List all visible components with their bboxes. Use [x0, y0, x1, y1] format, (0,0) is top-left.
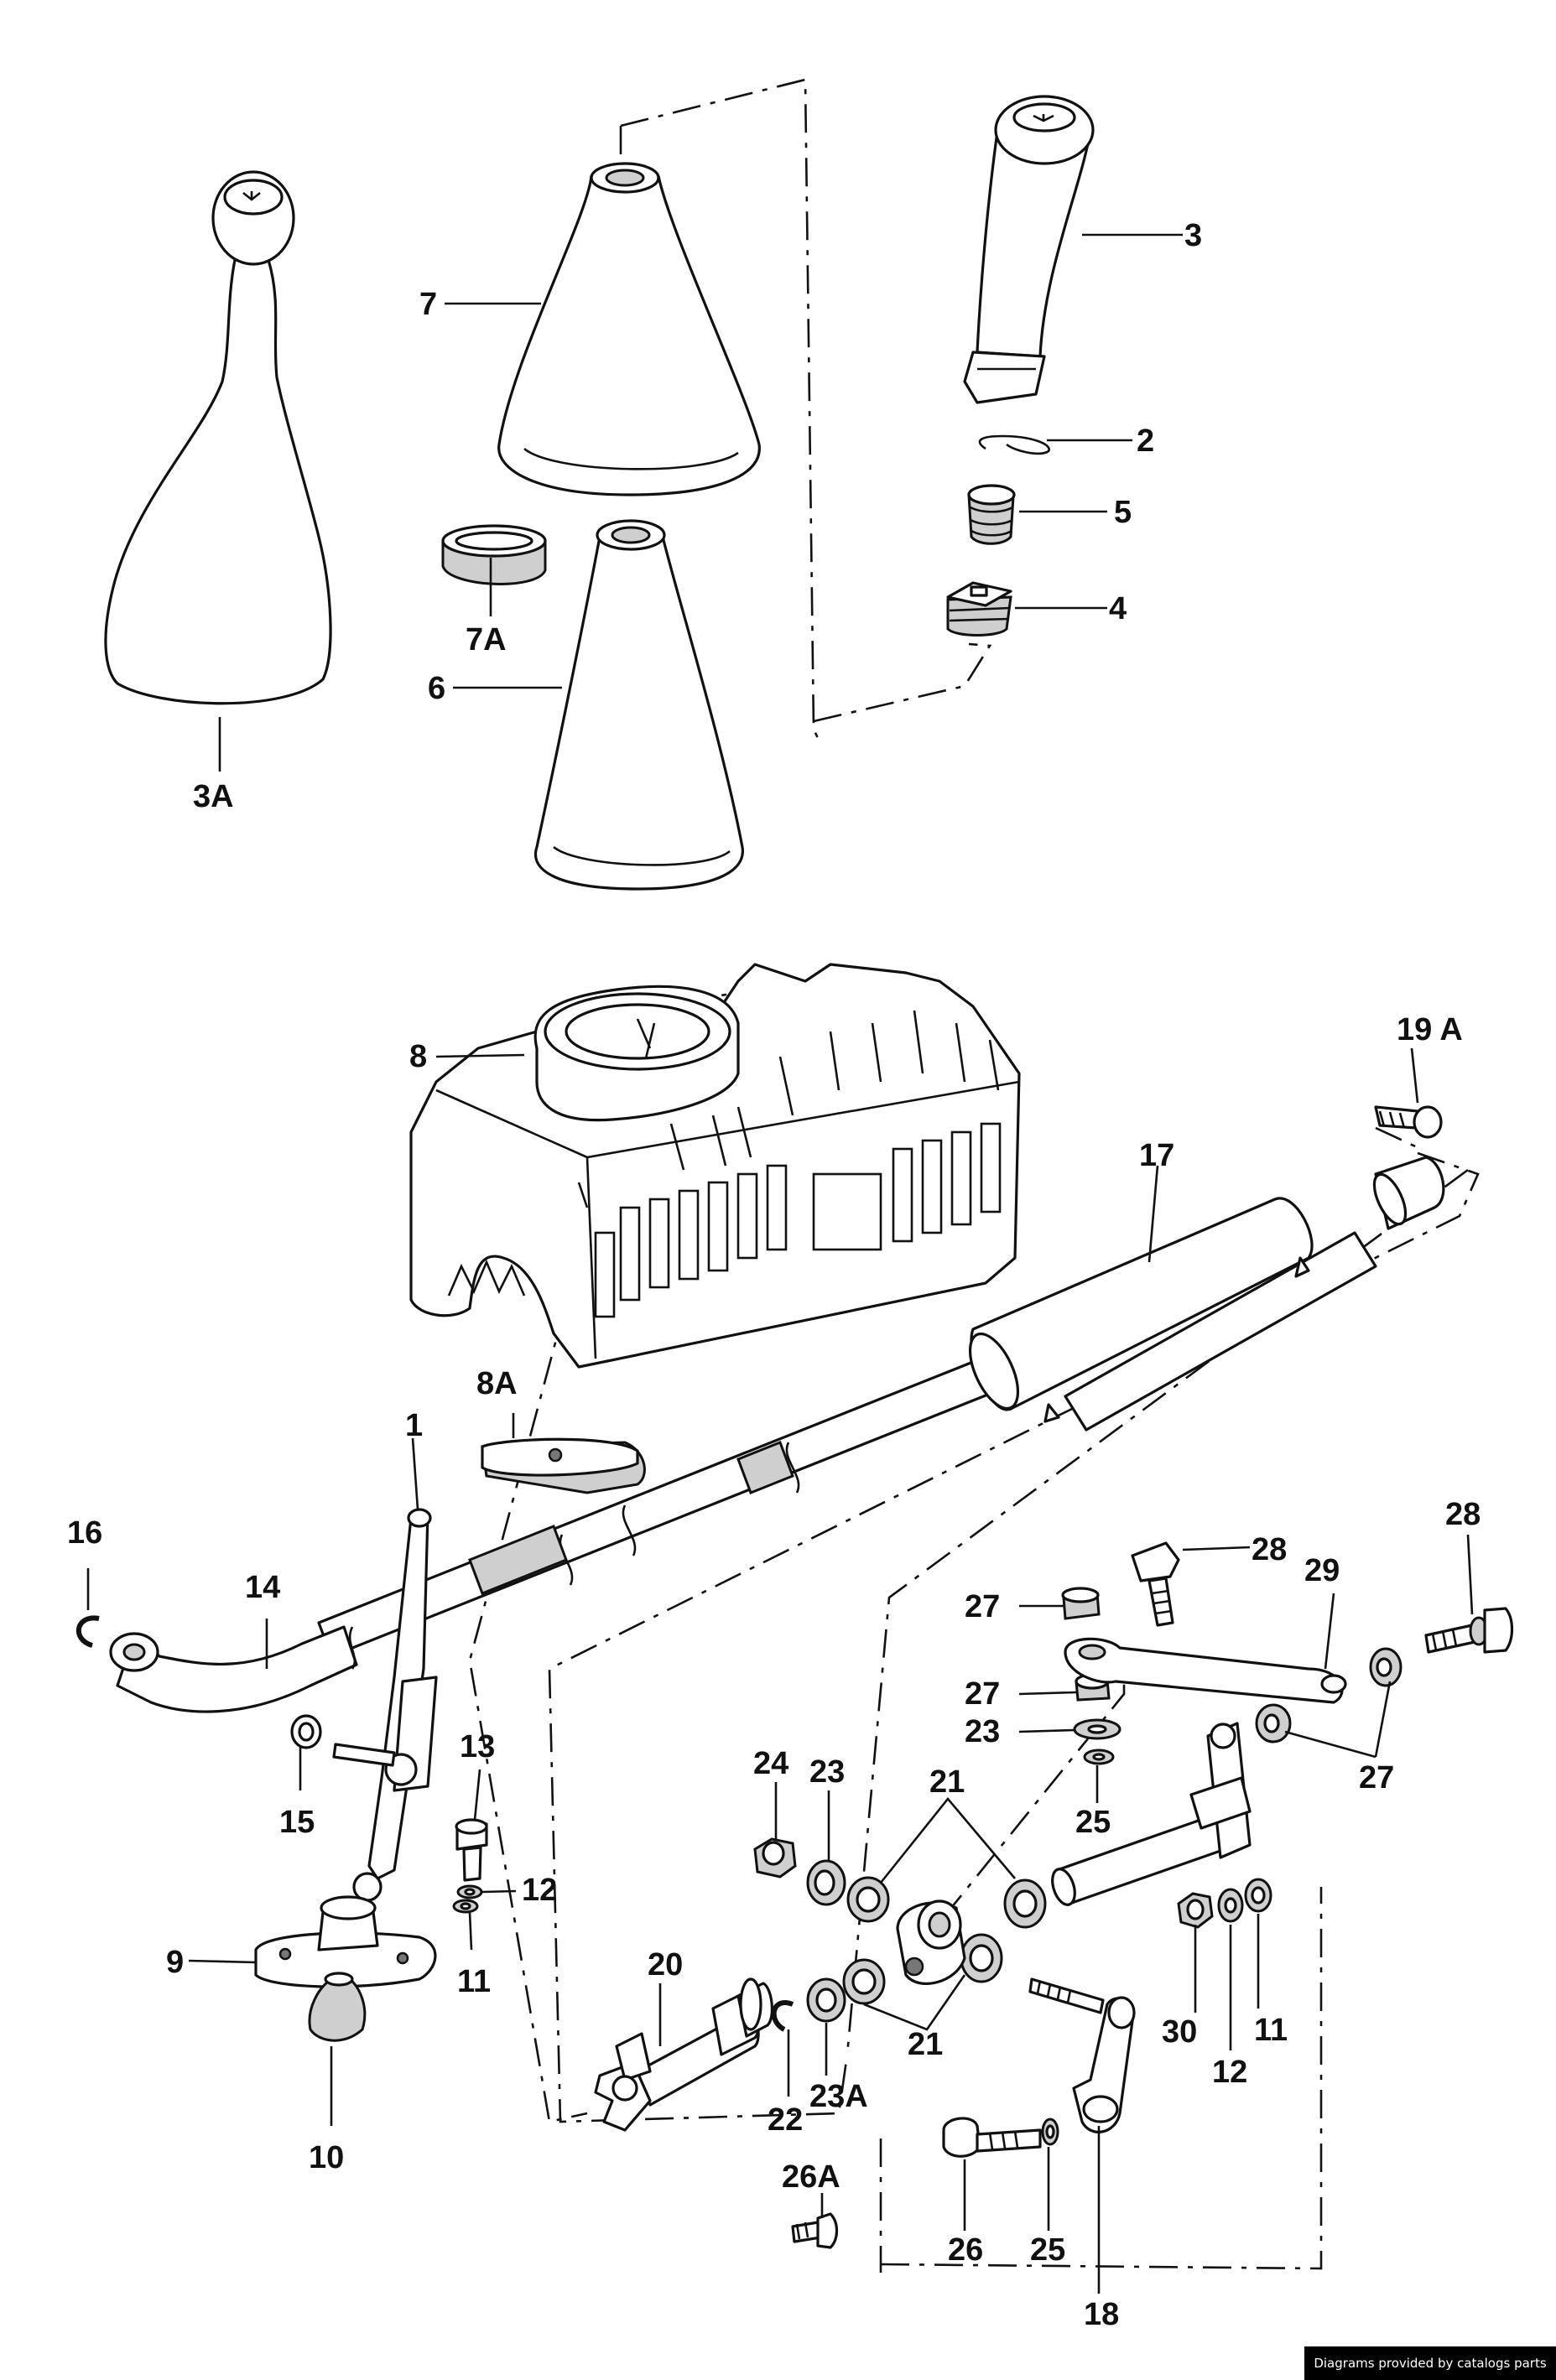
label-12-right: 12	[1212, 2055, 1247, 2090]
part-5-threaded-insert	[967, 484, 1016, 545]
part-27-nut-d	[1255, 1703, 1292, 1743]
leader-lines	[86, 233, 1474, 2294]
label-9: 9	[166, 1945, 184, 1980]
part-16-circlip	[75, 1615, 100, 1648]
part-6-cone-boot	[533, 519, 744, 891]
label-26A: 26A	[782, 2159, 840, 2195]
label-8: 8	[409, 1039, 427, 1074]
label-1: 1	[405, 1408, 423, 1443]
part-12-lock-washer-right	[1217, 1888, 1244, 1923]
part-27-nut-c	[1369, 1647, 1402, 1687]
label-6: 6	[428, 671, 445, 706]
label-7: 7	[419, 287, 437, 322]
label-5: 5	[1114, 495, 1132, 530]
label-13: 13	[460, 1729, 495, 1764]
label-27-c: 27	[1359, 1760, 1394, 1795]
part-15-washer	[290, 1714, 322, 1749]
part-3-gear-knob	[963, 95, 1095, 404]
label-2: 2	[1137, 424, 1154, 459]
label-17: 17	[1139, 1138, 1174, 1173]
label-10: 10	[309, 2140, 344, 2175]
part-30-nut	[1177, 1892, 1214, 1929]
part-4-insert	[946, 581, 1012, 637]
part-17-shift-rod	[317, 1156, 1445, 1658]
label-4: 4	[1109, 591, 1127, 626]
part-10-rubber-cap	[308, 1972, 367, 2042]
part-3A-shift-boot	[104, 170, 332, 705]
part-29-link-arm	[1064, 1637, 1347, 1704]
part-26-bolt	[942, 2117, 1042, 2158]
label-3A: 3A	[193, 779, 234, 814]
label-19A: 19 A	[1397, 1012, 1463, 1047]
part-11-washer-right	[1244, 1878, 1272, 1913]
label-11-right: 11	[1254, 2013, 1288, 2048]
label-23-upper: 23	[965, 1714, 1000, 1749]
label-27-b: 27	[965, 1676, 1000, 1712]
part-13-bolt	[455, 1818, 488, 1882]
part-7A-ring	[441, 524, 547, 585]
label-25-lower: 25	[1030, 2232, 1065, 2268]
label-14: 14	[245, 1570, 280, 1605]
label-16: 16	[67, 1515, 102, 1551]
part-24-nut	[753, 1837, 797, 1879]
label-30: 30	[1162, 2014, 1197, 2050]
part-28-bolt-right	[1424, 1607, 1514, 1654]
part-23-washer-upper	[1073, 1718, 1121, 1740]
label-18: 18	[1084, 2297, 1119, 2332]
label-3: 3	[1184, 218, 1202, 253]
part-26A-screw	[791, 2212, 839, 2249]
part-28-bolt-upper	[1131, 1541, 1180, 1627]
part-8-shift-cover	[409, 963, 1021, 1369]
part-9-base-plate	[254, 1895, 437, 1988]
label-27-a: 27	[965, 1589, 1000, 1624]
part-14-rod-end	[109, 1625, 358, 1713]
label-8A: 8A	[476, 1366, 518, 1401]
part-7-cone-boot	[497, 162, 761, 496]
label-28-right: 28	[1445, 1497, 1481, 1532]
part-27-nut-a	[1061, 1587, 1101, 1620]
part-25-washer-upper	[1083, 1749, 1115, 1765]
label-11: 11	[457, 1964, 491, 1999]
label-26: 26	[948, 2232, 983, 2268]
part-8A-plate	[481, 1437, 646, 1494]
part-21-bearing-b	[1003, 1879, 1047, 1929]
label-7A: 7A	[466, 622, 507, 657]
label-28-upper: 28	[1252, 1532, 1287, 1567]
part-2-clip	[978, 434, 1050, 455]
part-labels: 3A 7 7A 6 3 2 5 4 8 19 A 17 8A 1 16 14 1…	[67, 218, 1481, 2332]
part-21-bearing-a	[846, 1876, 890, 1923]
part-25-washer-lower	[1041, 2118, 1059, 2146]
label-15: 15	[279, 1805, 315, 1840]
label-23: 23	[809, 1754, 845, 1790]
part-21-bearing-d	[960, 1933, 1003, 1983]
label-21-lower: 21	[908, 2027, 943, 2062]
part-23-washer	[806, 1859, 846, 1906]
credit-badge: Diagrams provided by catalogs parts	[1304, 2346, 1556, 2380]
label-24: 24	[753, 1746, 788, 1781]
label-21-upper: 21	[929, 1764, 965, 1800]
label-12: 12	[522, 1873, 557, 1908]
label-25-upper: 25	[1075, 1805, 1111, 1840]
part-12-lock-washer	[456, 1884, 483, 1899]
part-22-circlip	[771, 2000, 794, 2032]
part-19A-screw	[1374, 1105, 1443, 1139]
part-1-shift-lever	[332, 1508, 438, 1902]
label-22: 22	[768, 2102, 803, 2138]
part-bushing-housing	[896, 1899, 966, 1985]
part-20-selector-shaft	[594, 1977, 774, 2132]
label-29: 29	[1304, 1553, 1340, 1588]
part-23A-washer	[806, 1977, 846, 2023]
part-21-bearing-c	[842, 1958, 886, 2005]
part-11-washer	[452, 1899, 479, 1914]
part-18-lower-lever	[1028, 1977, 1136, 2133]
label-20: 20	[648, 1947, 683, 1982]
part-relay-shaft	[1051, 1722, 1252, 1906]
label-23A: 23A	[809, 2079, 868, 2114]
